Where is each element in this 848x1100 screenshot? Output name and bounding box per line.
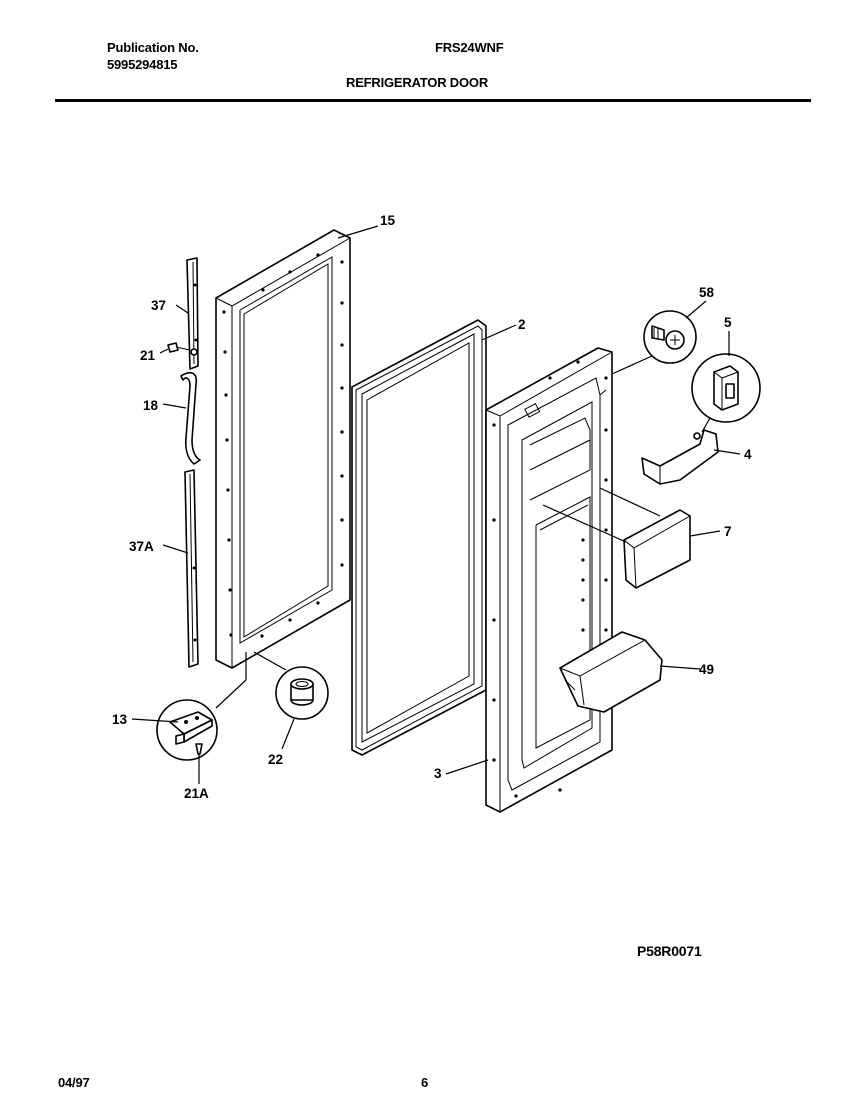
part-49-door-bin[interactable] (559, 631, 663, 713)
callout-labels: 15 37 21 18 37A 13 21A 22 2 3 58 5 4 7 4… (112, 213, 752, 801)
part-4-bracket[interactable] (641, 429, 719, 485)
callout-18: 18 (143, 398, 159, 413)
publication-number: 5995294815 (107, 57, 178, 72)
footer-date: 04/97 (58, 1075, 90, 1090)
part-18-handle[interactable] (180, 371, 201, 465)
part-15-outer-door[interactable] (215, 229, 351, 669)
callout-58: 58 (699, 285, 715, 300)
callout-13: 13 (112, 712, 128, 727)
part-58-screw-detail[interactable] (643, 310, 697, 364)
part-2-door-gasket[interactable] (351, 319, 487, 756)
header-rule (55, 99, 811, 102)
part-5-clip-detail[interactable] (691, 353, 761, 423)
part-37-handle-trim[interactable] (186, 257, 199, 370)
callout-21: 21 (140, 348, 156, 363)
callout-3: 3 (434, 766, 442, 781)
part-7-dairy-door[interactable] (623, 509, 691, 589)
page-number: 6 (421, 1075, 429, 1090)
part-21-screw[interactable] (167, 342, 198, 356)
callout-21a: 21A (184, 786, 209, 801)
callout-49: 49 (699, 662, 714, 677)
part-22-bushing-detail[interactable] (275, 666, 329, 720)
part-21a-screw[interactable] (195, 743, 203, 755)
publication-label: Publication No. (107, 40, 199, 55)
callout-2: 2 (518, 317, 526, 332)
callout-37: 37 (151, 298, 166, 313)
model-number: FRS24WNF (435, 40, 504, 55)
leader-lines (131, 225, 741, 784)
callout-37a: 37A (129, 539, 154, 554)
part-37a-handle-trim[interactable] (184, 469, 199, 668)
callout-4: 4 (744, 447, 752, 462)
part-3-door-liner[interactable] (485, 347, 613, 813)
figure-code: P58R0071 (637, 943, 702, 959)
section-title: REFRIGERATOR DOOR (346, 75, 489, 90)
callout-15: 15 (380, 213, 396, 228)
callout-5: 5 (724, 315, 732, 330)
callout-22: 22 (268, 752, 283, 767)
part-13-hinge-detail[interactable] (156, 699, 218, 761)
callout-7: 7 (724, 524, 732, 539)
